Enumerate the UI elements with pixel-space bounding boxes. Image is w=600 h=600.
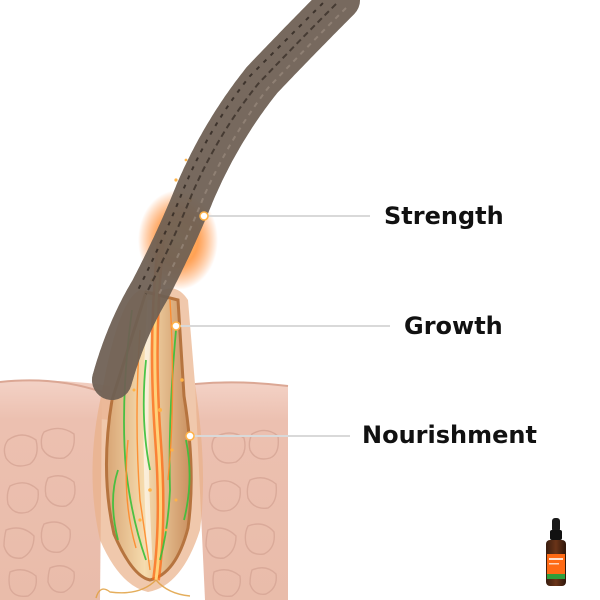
strength-label: Strength <box>384 202 504 230</box>
serum-dropper-bottle-icon <box>546 518 566 586</box>
strength-marker-dot <box>199 211 209 221</box>
nourishment-label: Nourishment <box>362 421 537 449</box>
nourishment-marker-dot <box>185 431 195 441</box>
callout-leaders <box>171 211 390 441</box>
hair-shaft <box>92 0 360 400</box>
growth-label: Growth <box>404 312 503 340</box>
growth-marker-dot <box>171 321 181 331</box>
skin-cell-pattern <box>3 427 280 598</box>
nerve-strands <box>112 309 191 561</box>
